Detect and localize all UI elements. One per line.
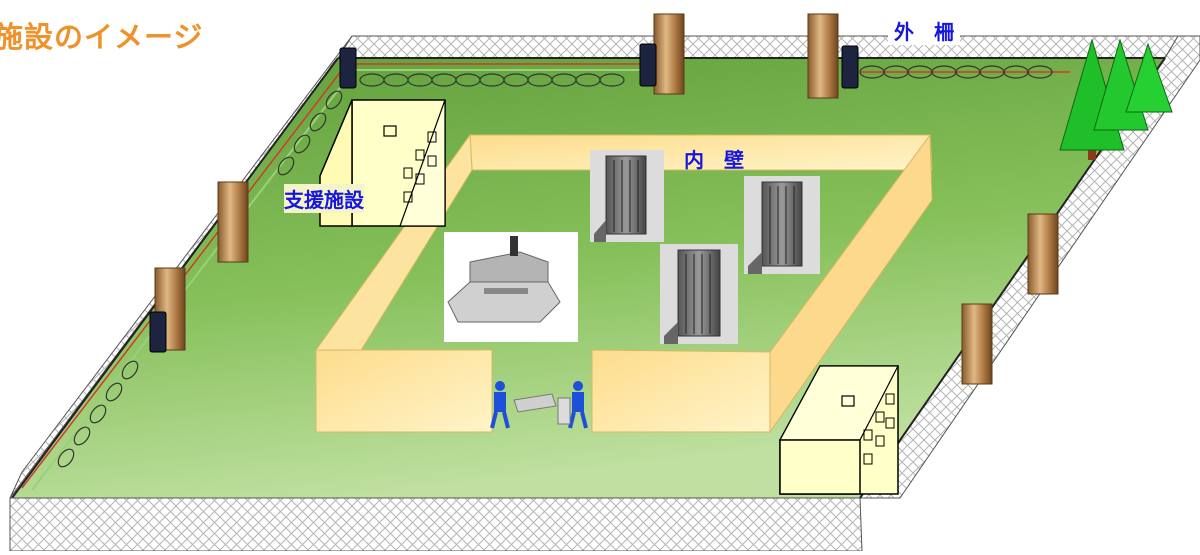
sensor-unit [339, 47, 357, 89]
tower [744, 176, 820, 274]
sensor-unit [841, 45, 859, 89]
sensor-unit [149, 311, 167, 353]
gate-guard [568, 381, 588, 429]
fence-post [1027, 213, 1059, 295]
outer-fence-label: 外 柵 [888, 16, 960, 45]
inner-wall-front-right [591, 349, 771, 433]
inner-wall-front-left [315, 349, 493, 433]
sensor-unit [639, 43, 657, 87]
outer-fence-back [337, 35, 1179, 59]
diagram-title: 施設のイメージ [0, 20, 204, 54]
inner-wall-label: 内 壁 [684, 148, 744, 172]
sensor-units [149, 43, 859, 353]
tower [590, 150, 664, 242]
gate-guard [490, 381, 510, 429]
fence-post [653, 13, 685, 95]
outer-fence-left [9, 35, 353, 499]
trees [1059, 38, 1173, 160]
gate-barrier [513, 393, 571, 425]
outer-fence-front [9, 497, 863, 552]
fence-posts [154, 13, 1059, 385]
support-building-secondary [778, 365, 899, 495]
support-facility-label: 支援施設 [284, 184, 364, 213]
support-building [319, 99, 446, 227]
central-building [444, 232, 578, 342]
fence-post [961, 303, 993, 385]
fence-post [807, 13, 839, 99]
tower [660, 244, 738, 344]
fence-post [217, 181, 249, 263]
